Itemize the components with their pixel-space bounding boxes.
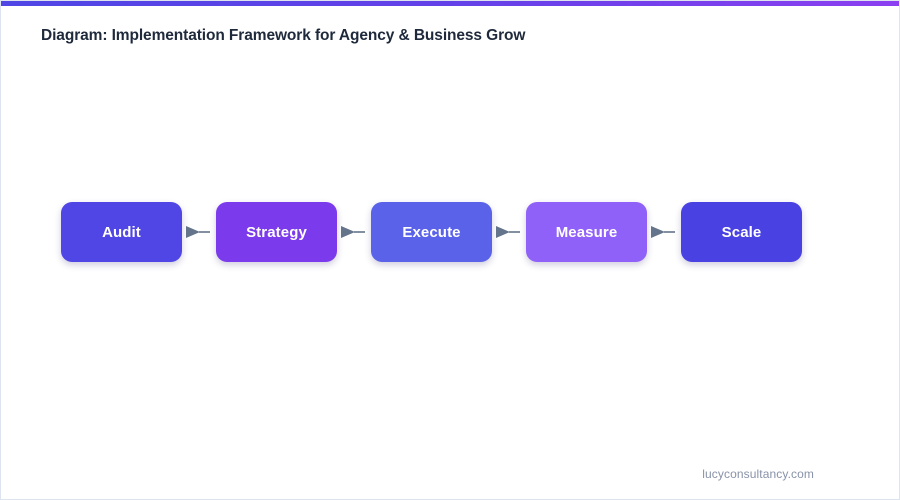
flow-node-measure[interactable]: Measure xyxy=(526,202,647,262)
flow-node-label: Audit xyxy=(102,223,141,241)
flow-connector-1 xyxy=(182,202,216,262)
arrow-right-icon xyxy=(651,223,677,241)
page-title: Diagram: Implementation Framework for Ag… xyxy=(41,27,526,44)
flow-node-label: Strategy xyxy=(246,223,307,241)
flow-node-label: Measure xyxy=(555,223,618,241)
flow-node-label: Scale xyxy=(721,223,762,241)
flow-node-scale[interactable]: Scale xyxy=(681,202,802,262)
flow-node-strategy[interactable]: Strategy xyxy=(216,202,337,262)
arrow-right-icon xyxy=(496,223,522,241)
flow-node-label: Execute xyxy=(402,223,461,241)
flow-connector-4 xyxy=(647,202,681,262)
footer-website-url: lucyconsultancy.com xyxy=(702,467,814,481)
flow-node-audit[interactable]: Audit xyxy=(61,202,182,262)
flow-node-execute[interactable]: Execute xyxy=(371,202,492,262)
flow-connector-3 xyxy=(492,202,526,262)
flow-connector-2 xyxy=(337,202,371,262)
top-accent-bar xyxy=(1,1,899,6)
process-flow-diagram: Audit Strategy Execute xyxy=(61,202,802,262)
arrow-right-icon xyxy=(186,223,212,241)
arrow-right-icon xyxy=(341,223,367,241)
